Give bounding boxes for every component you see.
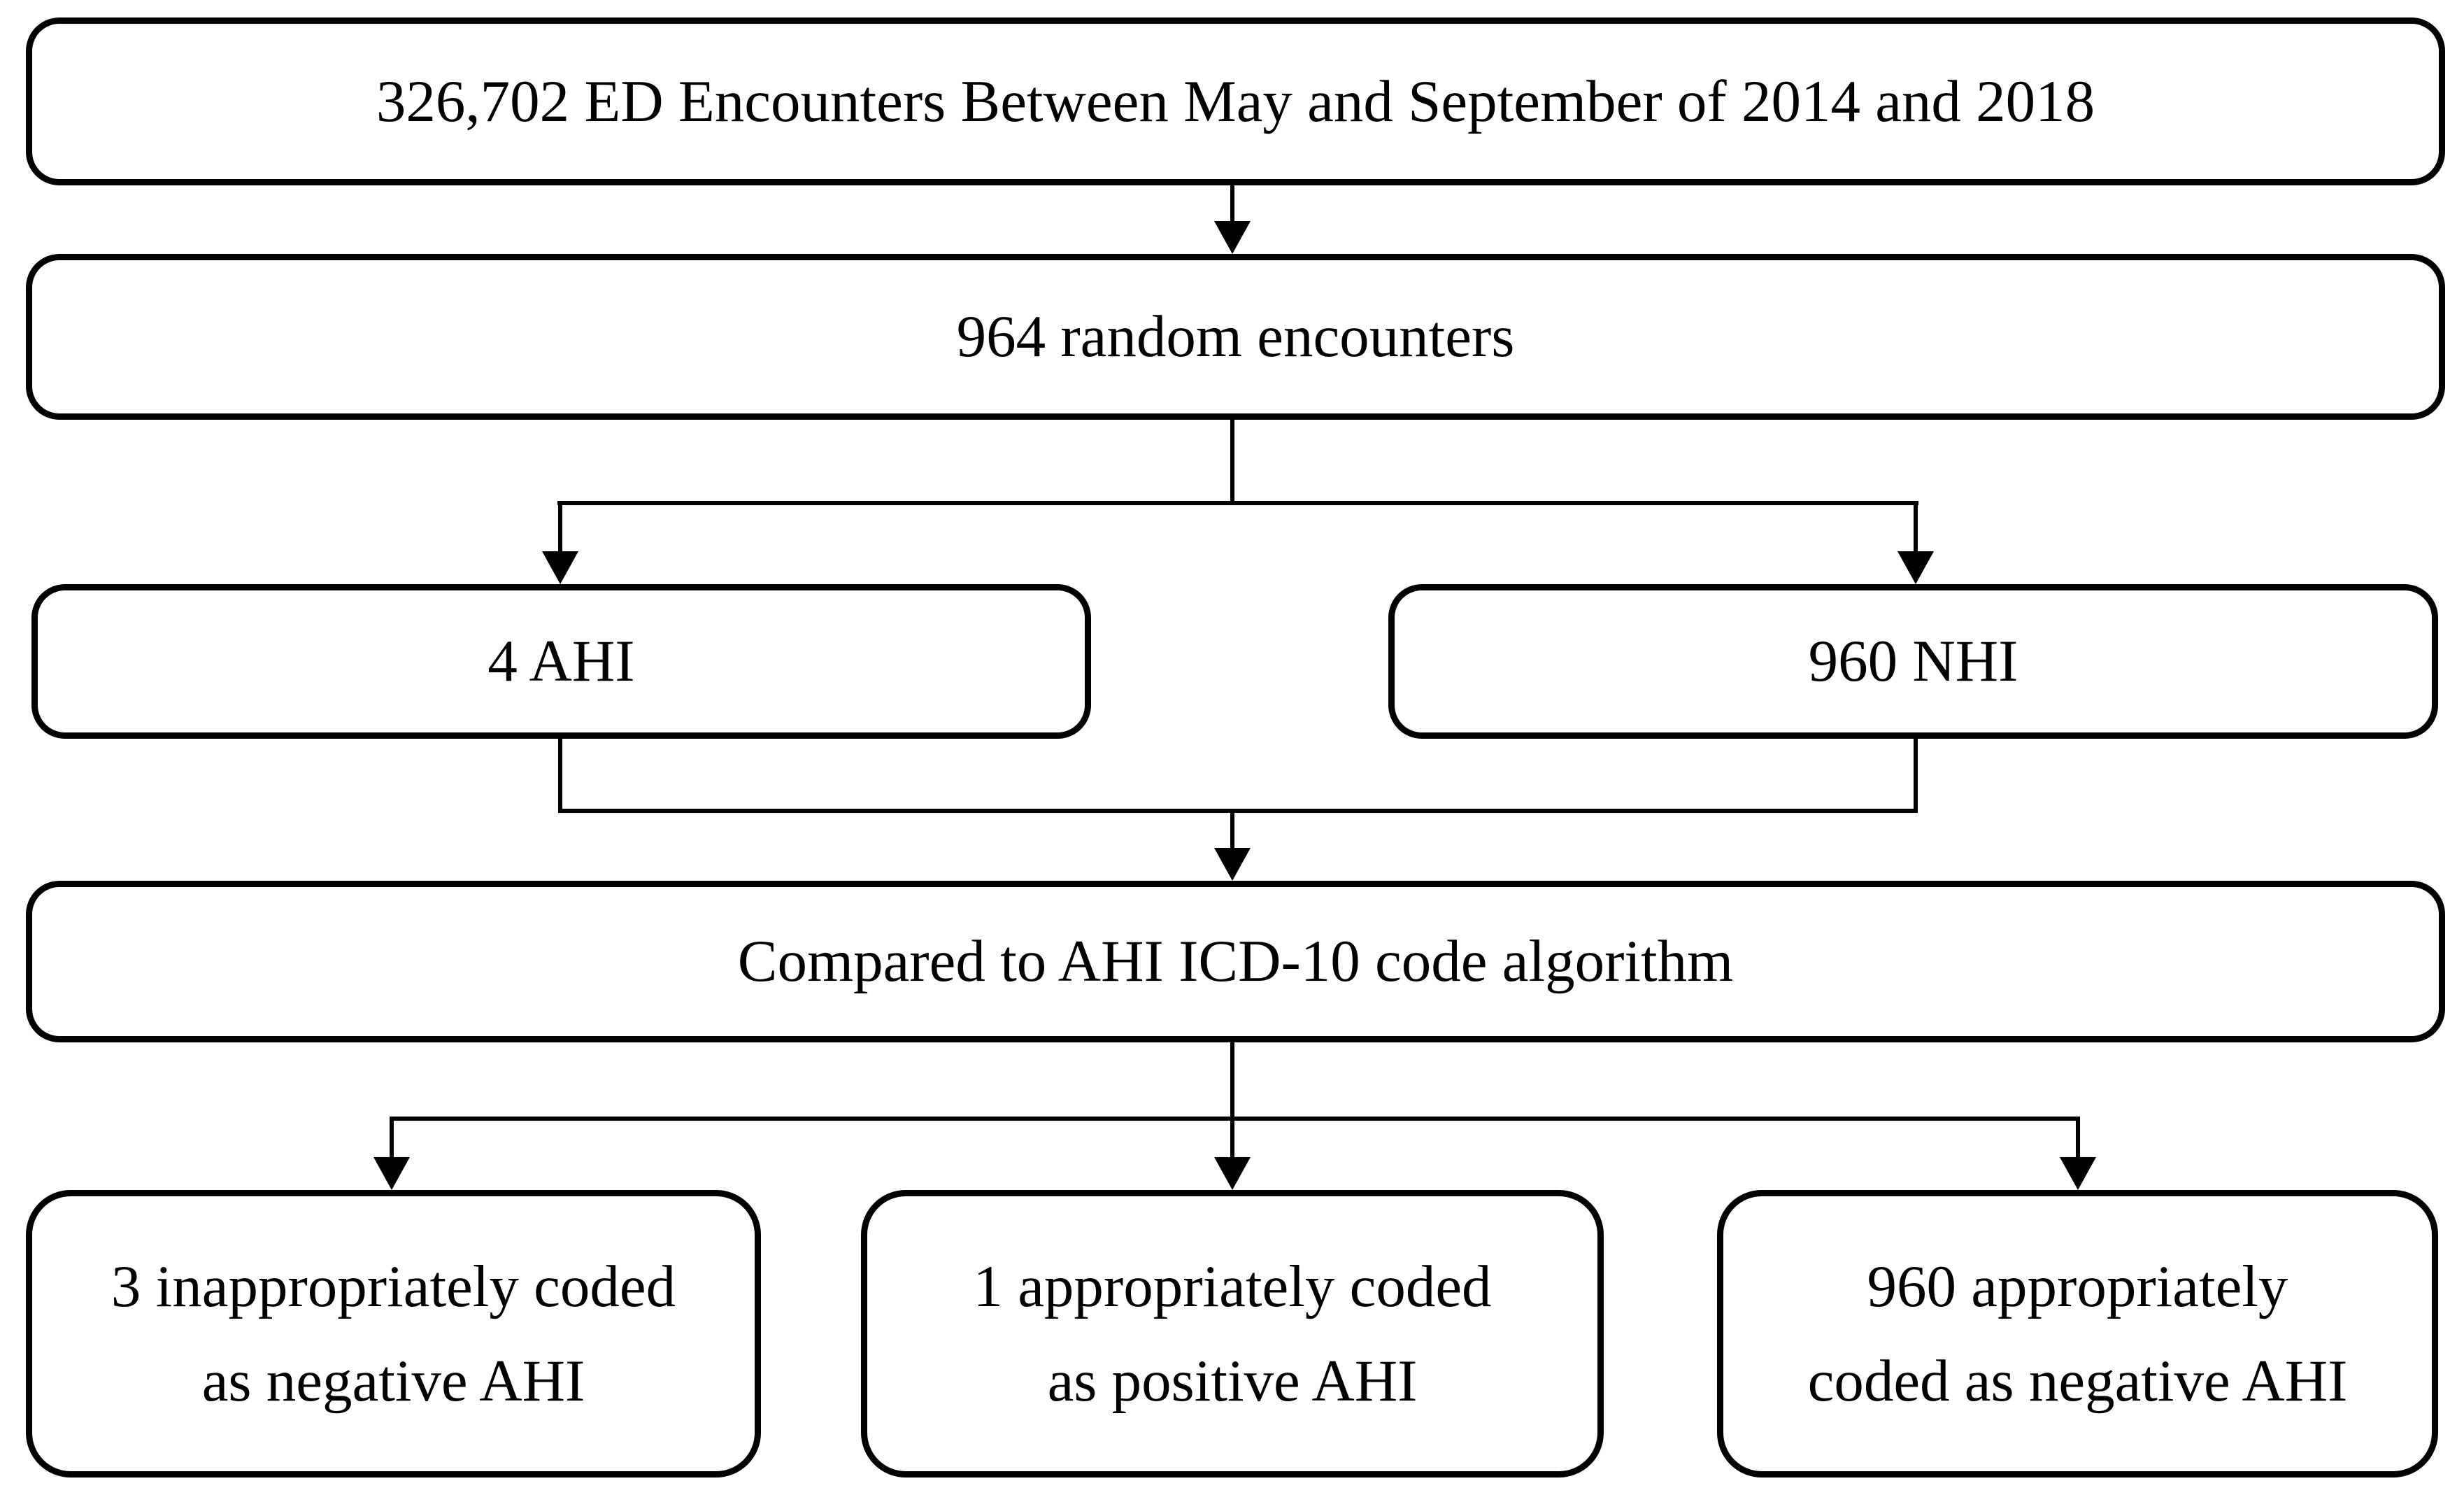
node-appropriately-coded-negative: 960 appropriately coded as negative AHI xyxy=(1717,1190,2438,1478)
node-inappropriately-coded-negative: 3 inappropriately coded as negative AHI xyxy=(26,1190,761,1478)
node-inappropriately-coded-negative-line2: as negative AHI xyxy=(201,1347,585,1414)
node-ahi-label: 4 AHI xyxy=(487,628,635,694)
connector-split-to-neg3 xyxy=(390,1117,394,1160)
arrowhead-into-compared xyxy=(1214,848,1251,881)
connector-ahi-to-merge xyxy=(558,739,562,813)
arrowhead-into-neg960 xyxy=(2060,1157,2096,1190)
node-ahi: 4 AHI xyxy=(31,584,1091,739)
connector-split-to-nhi xyxy=(1914,501,1918,552)
connector-split-ahi-nhi xyxy=(557,501,1918,505)
node-inappropriately-coded-negative-line1: 3 inappropriately coded xyxy=(111,1253,676,1319)
connector-random-stem xyxy=(1230,420,1234,505)
node-total-encounters-label: 326,702 ED Encounters Between May and Se… xyxy=(376,68,2095,134)
connector-compared-stem xyxy=(1230,1042,1234,1119)
arrowhead-into-pos1 xyxy=(1214,1157,1251,1190)
arrowhead-into-neg3 xyxy=(373,1157,410,1190)
node-compared-algorithm-label: Compared to AHI ICD-10 code algorithm xyxy=(737,928,1734,994)
connector-merge-to-compared xyxy=(1230,809,1234,851)
node-random-encounters: 964 random encounters xyxy=(26,254,2445,420)
arrowhead-into-nhi xyxy=(1897,551,1934,584)
node-appropriately-coded-positive-line1: 1 appropriately coded xyxy=(973,1253,1492,1319)
node-random-encounters-label: 964 random encounters xyxy=(956,304,1515,369)
node-total-encounters: 326,702 ED Encounters Between May and Se… xyxy=(26,17,2445,185)
node-appropriately-coded-positive-line2: as positive AHI xyxy=(1047,1347,1418,1414)
connector-split-to-pos1 xyxy=(1230,1117,1234,1160)
arrowhead-into-random xyxy=(1214,221,1251,254)
connector-split-to-neg960 xyxy=(2076,1117,2080,1160)
connector-nhi-to-merge xyxy=(1914,739,1918,813)
node-appropriately-coded-negative-line2: coded as negative AHI xyxy=(1807,1347,2348,1414)
node-appropriately-coded-positive: 1 appropriately coded as positive AHI xyxy=(861,1190,1604,1478)
connector-merge-line xyxy=(558,809,1918,813)
node-appropriately-coded-negative-line1: 960 appropriately xyxy=(1867,1253,2288,1319)
node-nhi: 960 NHI xyxy=(1388,584,2438,739)
connector-split-results xyxy=(390,1117,2080,1121)
arrowhead-into-ahi xyxy=(542,551,578,584)
node-nhi-label: 960 NHI xyxy=(1808,628,2018,694)
connector-total-to-random xyxy=(1230,185,1234,224)
node-compared-algorithm: Compared to AHI ICD-10 code algorithm xyxy=(26,881,2445,1042)
connector-split-to-ahi xyxy=(558,501,562,552)
